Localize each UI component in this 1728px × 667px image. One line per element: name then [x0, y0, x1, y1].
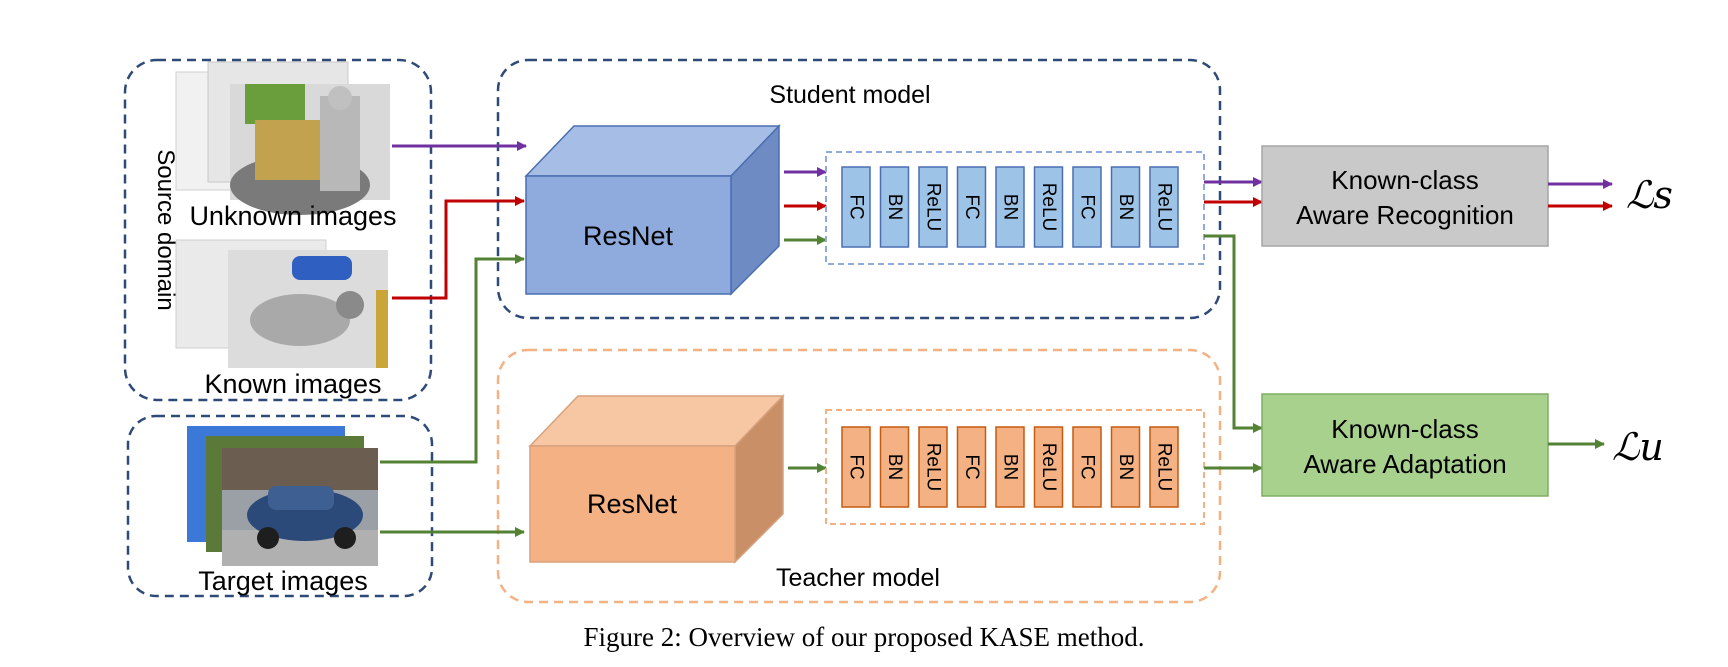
teacher-model-group [496, 348, 1222, 604]
student-layer-label-1: FC [846, 194, 867, 219]
teacher-layer-label-9: ReLU [1154, 443, 1175, 492]
student-layer-9 [1149, 166, 1179, 248]
student-layer-label-2: BN [884, 194, 905, 220]
known-images-label: Known images [204, 369, 381, 399]
source-domain-label: Source domain [152, 149, 179, 310]
teacher-layer-5 [995, 426, 1025, 508]
student-layer-2 [879, 166, 910, 248]
student-resnet-label: ResNet [583, 221, 674, 251]
student-model-label: Student model [769, 81, 930, 109]
student-layer-3 [918, 166, 948, 248]
student-resnet-cube [524, 124, 781, 296]
source-domain-group [123, 58, 433, 402]
teacher-layer-label-7: FC [1077, 454, 1098, 479]
known-images-stack [175, 239, 388, 368]
student-layer-8 [1110, 166, 1141, 248]
student-layer-6 [1033, 166, 1064, 248]
known-to-student-arrow [392, 196, 525, 300]
teacher-layer-8 [1110, 426, 1141, 508]
student-layer-7 [1072, 166, 1102, 248]
student-to-adaptation-arrow [1204, 234, 1263, 433]
target-images-stack [187, 426, 378, 566]
teacher-layers: FC BN ReLU FC BN ReLU FC BN ReLU [841, 426, 1179, 508]
recognition-box [1261, 145, 1549, 247]
student-layer-label-7: FC [1077, 194, 1098, 219]
student-model-group [496, 58, 1222, 320]
unknown-images-label: Unknown images [189, 201, 396, 231]
teacher-layer-label-1: FC [846, 454, 867, 479]
student-layer-5 [995, 166, 1025, 248]
student-layer-4 [956, 166, 987, 248]
target-to-student-arrow [380, 254, 525, 464]
student-layer-label-9: ReLU [1154, 183, 1175, 232]
target-images-label: Target images [198, 566, 368, 596]
teacher-layer-2 [879, 426, 910, 508]
student-layer-label-3: ReLU [923, 183, 944, 232]
adaptation-label-line2: Aware Adaptation [1303, 449, 1506, 479]
teacher-layer-label-8: BN [1115, 454, 1136, 480]
adaptation-box [1261, 393, 1549, 497]
adaptation-label-line1: Known-class [1331, 414, 1478, 444]
student-layer-label-4: FC [961, 194, 982, 219]
teacher-resnet-label: ResNet [587, 489, 678, 519]
teacher-layer-label-5: BN [1000, 454, 1021, 480]
teacher-layer-label-6: ReLU [1038, 443, 1059, 492]
target-images-group [126, 414, 434, 598]
teacher-layer-4 [956, 426, 987, 508]
student-layer-label-5: BN [1000, 194, 1021, 220]
teacher-layer-7 [1072, 426, 1102, 508]
student-layers: FC BN ReLU FC BN ReLU FC BN ReLU [841, 166, 1179, 248]
teacher-layer-3 [918, 426, 948, 508]
figure-caption: Figure 2: Overview of our proposed KASE … [584, 622, 1145, 652]
loss-u-symbol: ℒu [1612, 425, 1664, 469]
loss-s-symbol: ℒs [1626, 173, 1673, 217]
teacher-layer-label-4: FC [961, 454, 982, 479]
teacher-layer-6 [1033, 426, 1064, 508]
student-layer-strip [825, 151, 1205, 265]
teacher-resnet-cube [528, 394, 785, 564]
recognition-label-line2: Aware Recognition [1296, 200, 1514, 230]
student-layer-label-8: BN [1115, 194, 1136, 220]
student-layer-1 [841, 166, 871, 248]
unknown-images-stack [175, 61, 390, 215]
teacher-layer-label-2: BN [884, 454, 905, 480]
teacher-layer-label-3: ReLU [923, 443, 944, 492]
teacher-layer-1 [841, 426, 871, 508]
teacher-model-label: Teacher model [776, 564, 940, 592]
teacher-layer-9 [1149, 426, 1179, 508]
student-layer-label-6: ReLU [1038, 183, 1059, 232]
recognition-label-line1: Known-class [1331, 165, 1478, 195]
